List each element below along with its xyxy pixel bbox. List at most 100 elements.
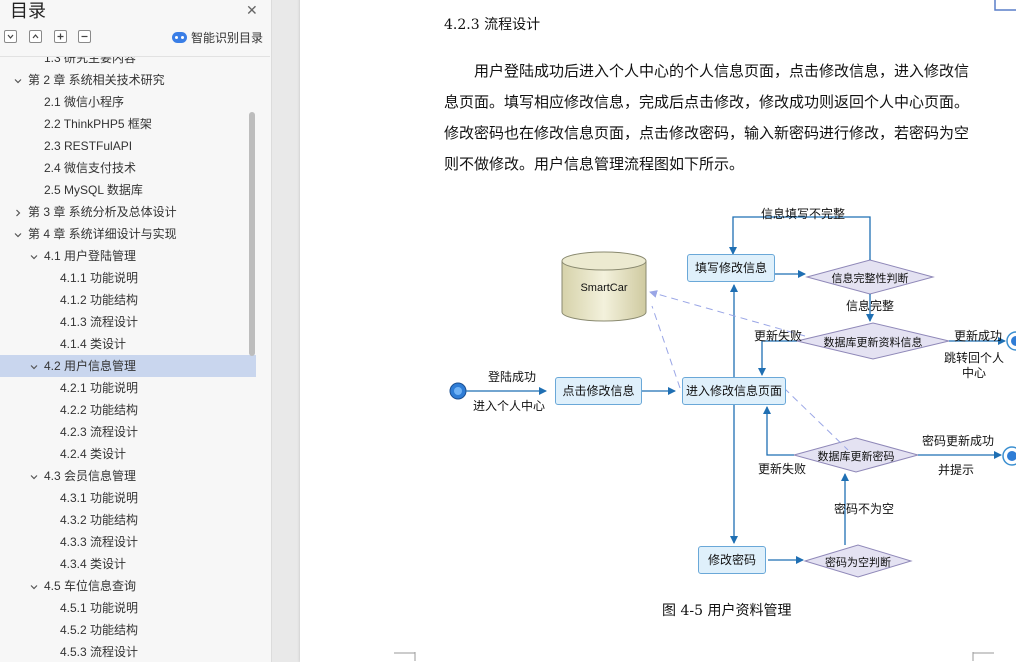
toc-item-label: 4.1.2 功能结构	[60, 293, 139, 307]
paragraph-line: 修改密码也在修改信息页面，点击修改密码，输入新密码进行修改，若密码为空	[444, 124, 970, 142]
toc-list: 1.3 研究主要内容第 2 章 系统相关技术研究 2.1 微信小程序 2.2 Thi…	[0, 56, 256, 662]
toc-item[interactable]: 4.3.1 功能说明	[0, 487, 256, 509]
toc-item[interactable]: 2.3 RESTFulAPI	[0, 135, 256, 157]
paragraph-line: 则不做修改。用户信息管理流程图如下所示。	[444, 155, 745, 173]
toc-item[interactable]: 4.3 会员信息管理	[0, 465, 256, 487]
toc-item-label: 4.5.1 功能说明	[60, 601, 139, 615]
database-icon	[561, 251, 647, 322]
toc-item[interactable]: 第 2 章 系统相关技术研究	[0, 69, 256, 91]
decision-label: 信息完整性判断	[831, 273, 909, 285]
toc-item[interactable]: 4.2.2 功能结构	[0, 399, 256, 421]
node-click-modify: 点击修改信息	[555, 377, 642, 405]
toc-item[interactable]: 4.3.4 类设计	[0, 553, 256, 575]
body-paragraph: 用户登陆成功后进入个人中心的个人信息页面，点击修改信息，进入修改信 息页面。填写…	[444, 56, 1000, 180]
toc-item-label: 4.2.2 功能结构	[60, 403, 139, 417]
toc-item[interactable]: 4.5 车位信息查询	[0, 575, 256, 597]
toc-item-label: 4.2 用户信息管理	[44, 359, 137, 373]
toc-item[interactable]: 4.2.4 类设计	[0, 443, 256, 465]
minus-icon	[81, 35, 88, 38]
toc-item[interactable]: 第 3 章 系统分析及总体设计	[0, 201, 256, 223]
toc-item-label: 4.2.4 类设计	[60, 447, 127, 461]
flow-label: 信息完整	[846, 299, 895, 313]
chevron-down-icon[interactable]	[12, 69, 24, 91]
toc-item[interactable]: 4.2 用户信息管理	[0, 355, 256, 377]
toc-item[interactable]: 第 4 章 系统详细设计与实现	[0, 223, 256, 245]
toc-item-label: 4.3 会员信息管理	[44, 469, 137, 483]
chevron-down-icon[interactable]	[12, 223, 24, 245]
paragraph-line: 息页面。填写相应修改信息，完成后点击修改，修改成功则返回个人中心页面。	[444, 93, 970, 111]
toc-item-label: 4.1.3 流程设计	[60, 315, 139, 329]
decision-pwd-check	[803, 544, 913, 578]
crop-mark	[394, 652, 416, 661]
paragraph-line: 用户登陆成功后进入个人中心的个人信息页面，点击修改信息，进入修改信	[444, 62, 970, 80]
expand-all-button[interactable]	[4, 30, 17, 43]
decision-label: 数据库更新密码	[817, 451, 895, 463]
flow-label: 更新失败	[758, 462, 807, 476]
toc-item[interactable]: 2.4 微信支付技术	[0, 157, 256, 179]
toc-panel: 目录 ✕ 智能识别目录 1.3 研究主要内容第 2 章 系统相关技术研究 2.1 …	[0, 0, 272, 662]
add-heading-button[interactable]	[54, 30, 67, 43]
toc-item-label: 4.1 用户登陆管理	[44, 249, 137, 263]
chevron-down-icon[interactable]	[28, 355, 40, 377]
plus-icon	[57, 33, 64, 40]
flow-label: 更新失败	[754, 329, 803, 343]
flowchart-lines	[449, 216, 1016, 578]
section-heading: 4.2.3 流程设计	[444, 17, 541, 33]
toc-item-label: 2.2 ThinkPHP5 框架	[44, 117, 152, 131]
node-enter-page: 进入修改信息页面	[682, 377, 786, 405]
toc-item[interactable]: 4.1.1 功能说明	[0, 267, 256, 289]
toc-scrollbar[interactable]	[249, 112, 255, 356]
toc-title: 目录	[10, 1, 46, 21]
toc-item[interactable]: 4.1 用户登陆管理	[0, 245, 256, 267]
decision-label: 数据库更新资料信息	[823, 337, 923, 349]
flow-label: 登陆成功	[488, 370, 537, 384]
toc-item[interactable]: 4.5.3 流程设计	[0, 641, 256, 662]
toc-item-label: 2.1 微信小程序	[44, 95, 125, 109]
toc-item[interactable]: 2.1 微信小程序	[0, 91, 256, 113]
node-change-pwd: 修改密码	[698, 546, 766, 574]
smart-toc-button[interactable]: 智能识别目录	[172, 29, 263, 45]
decision-label: 密码为空判断	[825, 557, 891, 569]
toc-item-label: 4.3.3 流程设计	[60, 535, 139, 549]
chevron-right-icon[interactable]	[12, 201, 24, 223]
toc-item[interactable]: 4.1.2 功能结构	[0, 289, 256, 311]
toc-item[interactable]: 4.2.1 功能说明	[0, 377, 256, 399]
toc-item-label: 第 2 章 系统相关技术研究	[28, 73, 165, 87]
database-label: SmartCar	[580, 282, 628, 294]
toc-item-label: 2.5 MySQL 数据库	[44, 183, 143, 197]
close-icon[interactable]: ✕	[246, 2, 258, 18]
page-corner-mark-icon	[994, 0, 1016, 11]
toc-item[interactable]: 1.3 研究主要内容	[0, 56, 256, 69]
toc-item-label: 第 4 章 系统详细设计与实现	[28, 227, 177, 241]
toc-item-label: 4.3.2 功能结构	[60, 513, 139, 527]
document-area: 4.2.3 流程设计 用户登陆成功后进入个人中心的个人信息页面，点击修改信息，进…	[272, 0, 1016, 662]
toc-item[interactable]: 4.3.2 功能结构	[0, 509, 256, 531]
remove-heading-button[interactable]	[78, 30, 91, 43]
end-node	[1002, 446, 1016, 466]
toc-item-label: 2.4 微信支付技术	[44, 161, 137, 175]
figure-caption: 图 4-5 用户资料管理	[662, 603, 792, 619]
toc-item[interactable]: 4.5.1 功能说明	[0, 597, 256, 619]
flow-label: 信息填写不完整	[761, 207, 846, 221]
toc-item[interactable]: 2.2 ThinkPHP5 框架	[0, 113, 256, 135]
chevron-down-icon[interactable]	[28, 465, 40, 487]
end-node	[1006, 331, 1016, 351]
chevron-down-icon[interactable]	[28, 245, 40, 267]
crop-mark	[972, 652, 994, 661]
toc-item[interactable]: 2.5 MySQL 数据库	[0, 179, 256, 201]
chevron-down-icon[interactable]	[28, 575, 40, 597]
toc-item-label: 2.3 RESTFulAPI	[44, 139, 133, 153]
collapse-all-button[interactable]	[29, 30, 42, 43]
toc-item[interactable]: 4.1.4 类设计	[0, 333, 256, 355]
toc-item[interactable]: 4.5.2 功能结构	[0, 619, 256, 641]
toc-item[interactable]: 4.1.3 流程设计	[0, 311, 256, 333]
toc-item[interactable]: 4.2.3 流程设计	[0, 421, 256, 443]
toc-item-label: 4.5.2 功能结构	[60, 623, 139, 637]
flow-label: 更新成功	[954, 329, 1003, 343]
toc-item-label: 4.1.4 类设计	[60, 337, 127, 351]
toc-item-label: 1.3 研究主要内容	[44, 56, 137, 65]
flow-label: 并提示	[938, 463, 975, 477]
toc-item[interactable]: 4.3.3 流程设计	[0, 531, 256, 553]
toc-item-label: 4.3.1 功能说明	[60, 491, 139, 505]
start-node	[449, 382, 467, 400]
